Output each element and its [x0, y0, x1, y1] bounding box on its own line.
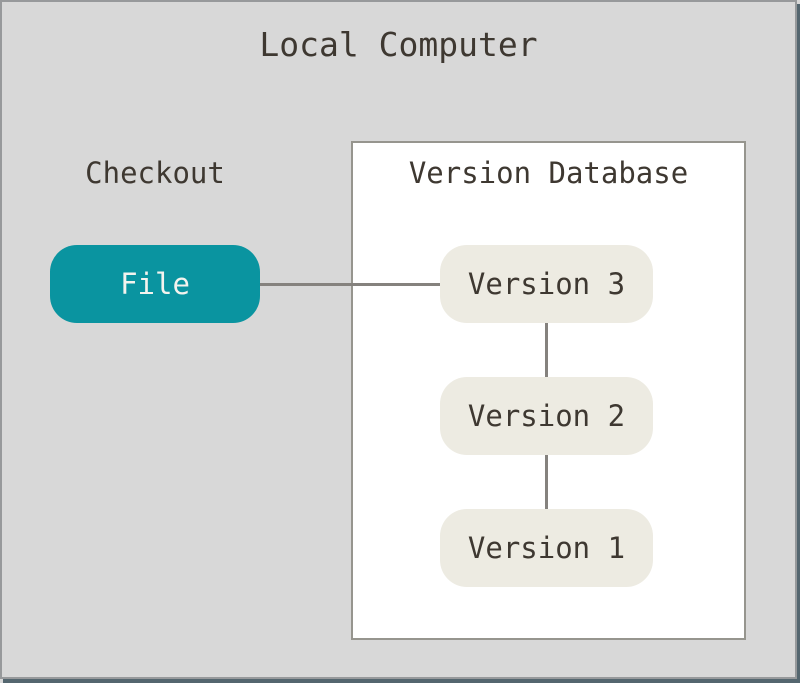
local-computer-title: Local Computer — [0, 28, 797, 61]
file-node: File — [50, 245, 260, 323]
version-database-title: Version Database — [351, 159, 746, 188]
version-3-node: Version 3 — [440, 245, 653, 323]
connector-version3-to-version2 — [545, 321, 548, 379]
connector-file-to-version3 — [258, 283, 443, 286]
checkout-section-label: Checkout — [50, 159, 260, 188]
version-2-node: Version 2 — [440, 377, 653, 455]
version-1-node: Version 1 — [440, 509, 653, 587]
connector-version2-to-version1 — [545, 453, 548, 510]
